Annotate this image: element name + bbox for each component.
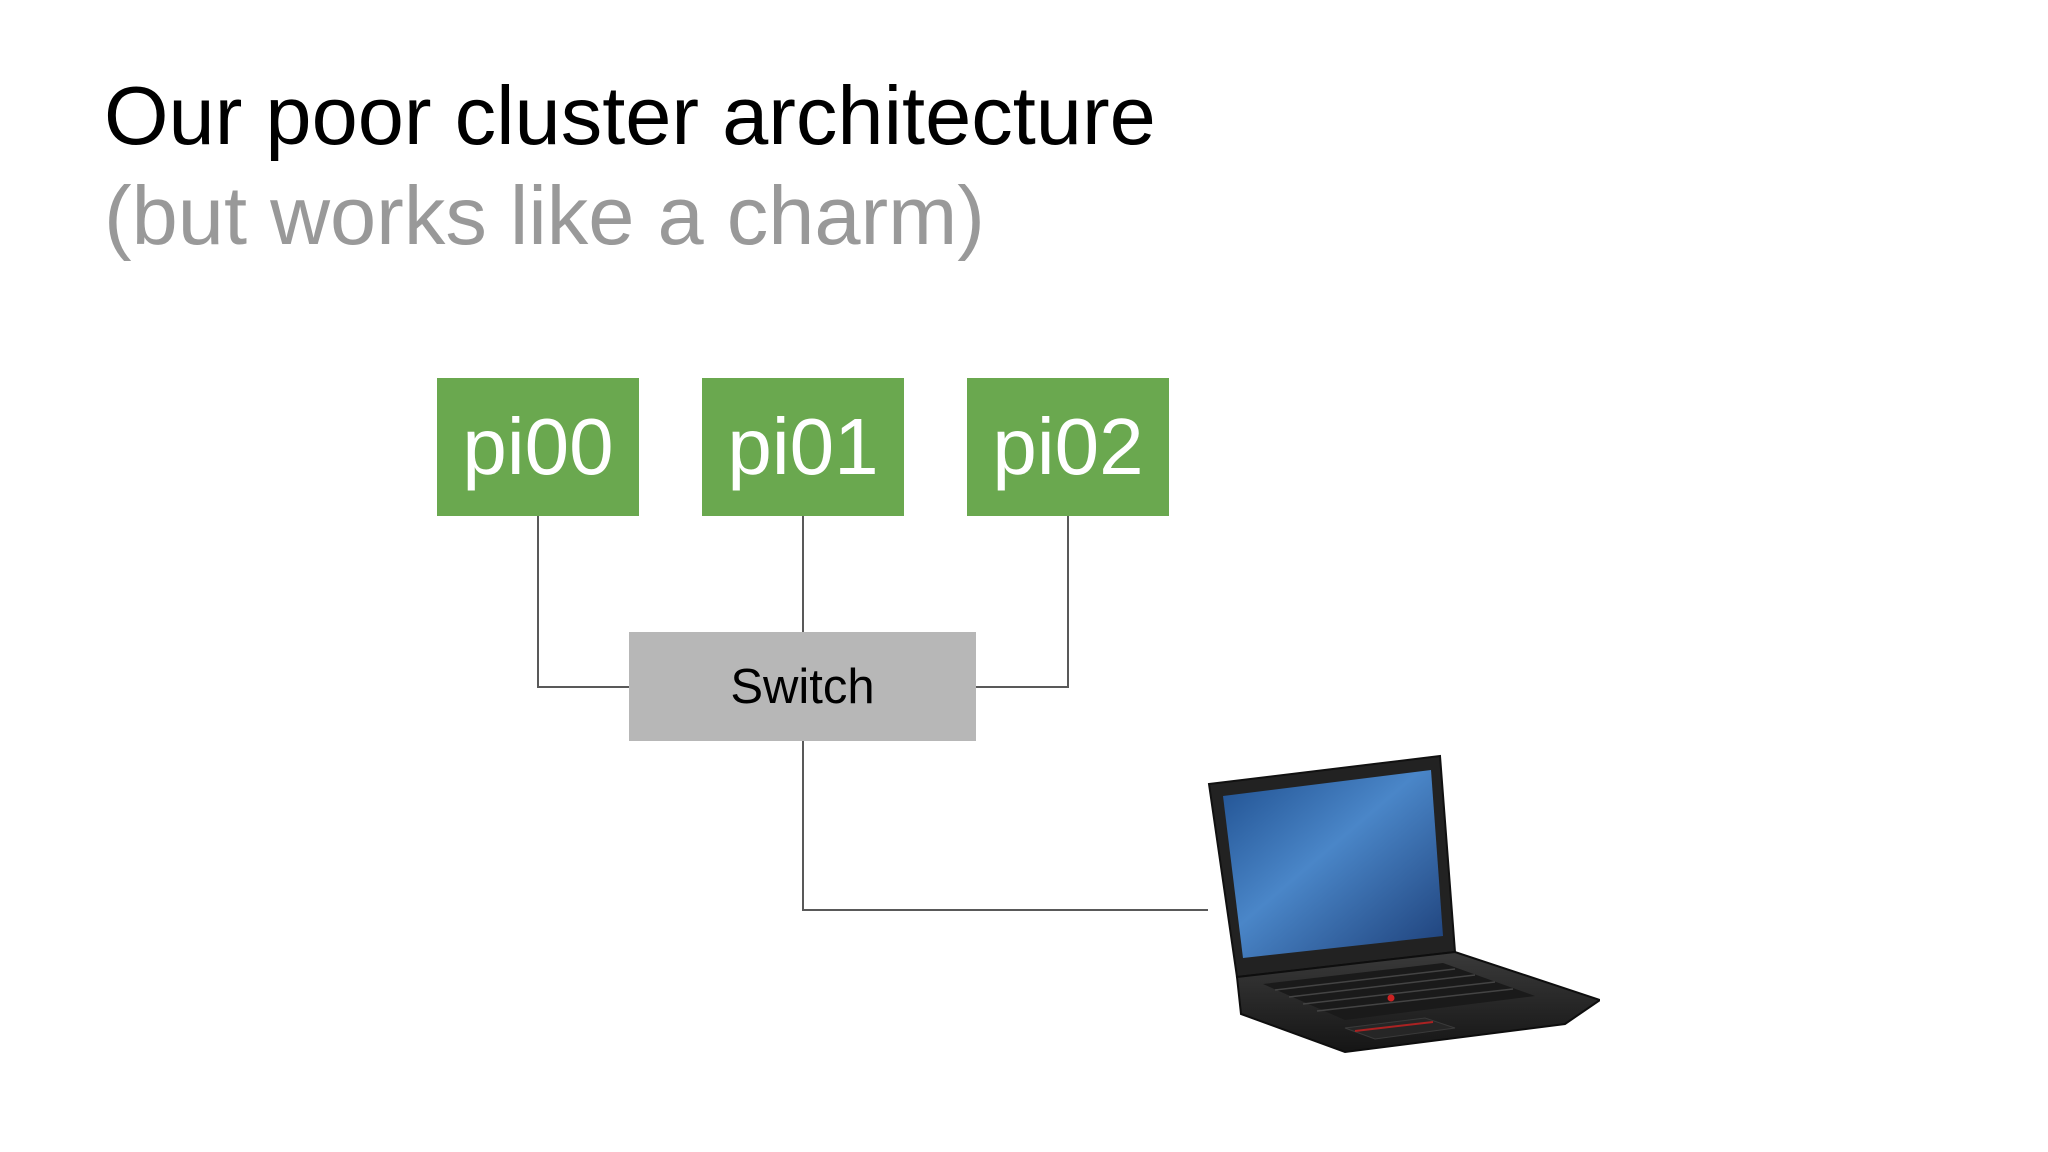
- slide-title: Our poor cluster architecture: [104, 69, 1156, 162]
- node-label: pi00: [462, 402, 614, 491]
- node-pi02: pi02: [967, 378, 1169, 516]
- node-label: pi01: [727, 402, 879, 491]
- link-pi00-switch: [537, 516, 629, 688]
- node-pi01: pi01: [702, 378, 904, 516]
- laptop-icon: [1207, 754, 1600, 1054]
- slide-subtitle: (but works like a charm): [104, 169, 985, 262]
- link-switch-laptop: [802, 741, 1208, 911]
- node-pi00: pi00: [437, 378, 639, 516]
- switch-box: Switch: [629, 632, 976, 741]
- switch-label: Switch: [730, 659, 875, 714]
- link-pi02-switch: [976, 516, 1069, 688]
- node-label: pi02: [992, 402, 1144, 491]
